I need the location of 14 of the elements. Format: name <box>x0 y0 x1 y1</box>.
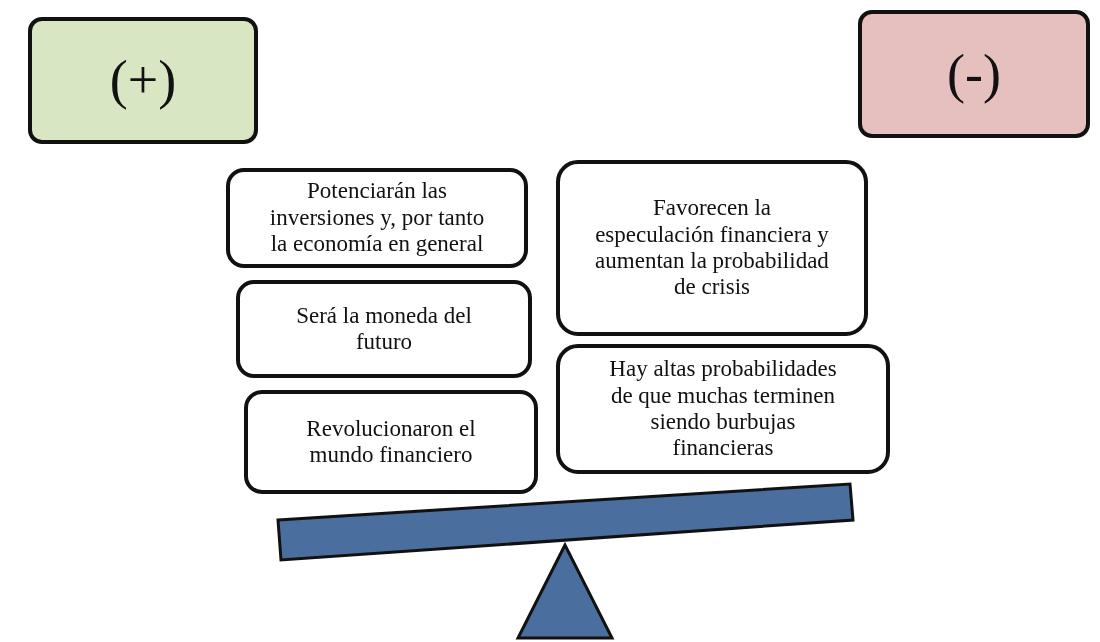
sign-box <box>28 17 258 144</box>
statement-box <box>236 280 532 378</box>
statement-text: Será la moneda del futuro <box>295 302 473 356</box>
sign-label: (-) <box>947 42 1001 106</box>
statement-box <box>226 168 528 268</box>
statement-box <box>244 390 538 494</box>
statement-text: Potenciarán las inversiones y, por tanto la economía en general <box>268 178 486 258</box>
statement-text: Hay altas probabilidades de que muchas terminen siendo burbujas financieras <box>608 356 838 462</box>
statement-box <box>556 160 868 336</box>
statement-text: Favorecen la especulación financiera y aumentan la probabilidad de crisis <box>594 195 830 301</box>
statement-box <box>556 344 890 474</box>
sign-label: (+) <box>109 49 177 112</box>
sign-box <box>858 10 1090 138</box>
statement-text: Revolucionaron el mundo financiero <box>305 415 477 469</box>
